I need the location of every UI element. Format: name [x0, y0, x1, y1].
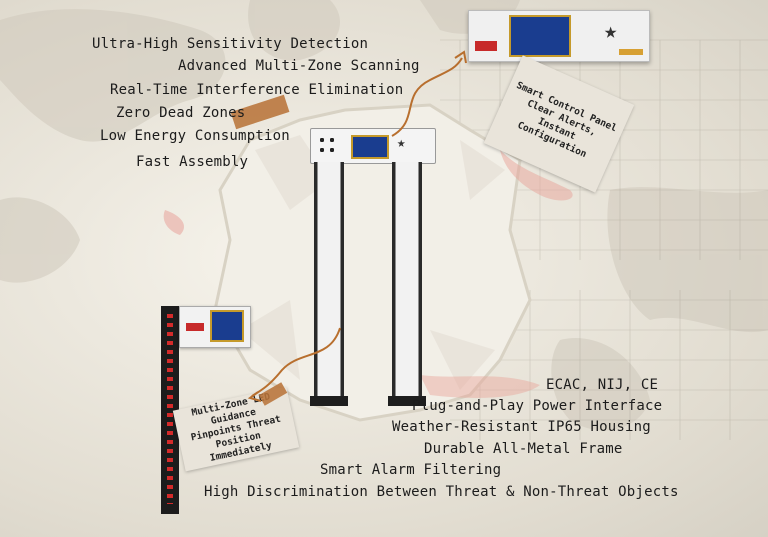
led-strip	[167, 314, 173, 504]
brand-label	[475, 41, 497, 51]
feature-plug-and-play: Plug-and-Play Power Interface	[412, 398, 663, 414]
walk-through-metal-detector: ★	[310, 128, 436, 410]
star-icon: ★	[604, 19, 618, 44]
led-panel-image	[179, 306, 251, 348]
speaker-dots	[317, 135, 337, 155]
detector-left-pillar	[314, 162, 344, 402]
detector-right-pillar	[392, 162, 422, 402]
feature-threat-discrimination: High Discrimination Between Threat & Non…	[204, 484, 679, 500]
led-panel-label	[186, 323, 204, 331]
led-pillar-image	[161, 306, 179, 514]
feature-ip65-housing: Weather-Resistant IP65 Housing	[392, 419, 651, 435]
panel-badge	[619, 49, 643, 55]
led-panel-display	[210, 310, 244, 342]
detector-right-foot	[388, 396, 426, 406]
feature-zero-dead-zones: Zero Dead Zones	[116, 105, 246, 121]
detector-display	[351, 135, 389, 159]
feature-ultra-high-sensitivity: Ultra-High Sensitivity Detection	[92, 36, 369, 52]
panel-display	[509, 15, 571, 57]
arrow-to-control-panel	[391, 57, 463, 137]
feature-certifications: ECAC, NIJ, CE	[546, 377, 659, 393]
arrow-head-control-panel	[454, 50, 467, 64]
feature-multi-zone-scanning: Advanced Multi-Zone Scanning	[178, 58, 420, 74]
detector-left-foot	[310, 396, 348, 406]
detector-top-unit: ★	[310, 128, 436, 164]
control-panel-image: ★	[468, 10, 650, 62]
feature-low-energy: Low Energy Consumption	[100, 128, 290, 144]
feature-alarm-filtering: Smart Alarm Filtering	[320, 462, 502, 478]
feature-metal-frame: Durable All-Metal Frame	[424, 441, 623, 457]
feature-fast-assembly: Fast Assembly	[136, 154, 249, 170]
arrow-head-led-panel	[247, 391, 262, 402]
feature-interference-elimination: Real-Time Interference Elimination	[110, 82, 404, 98]
detector-star-icon: ★	[397, 135, 406, 151]
arrow-to-led-panel	[251, 327, 341, 397]
